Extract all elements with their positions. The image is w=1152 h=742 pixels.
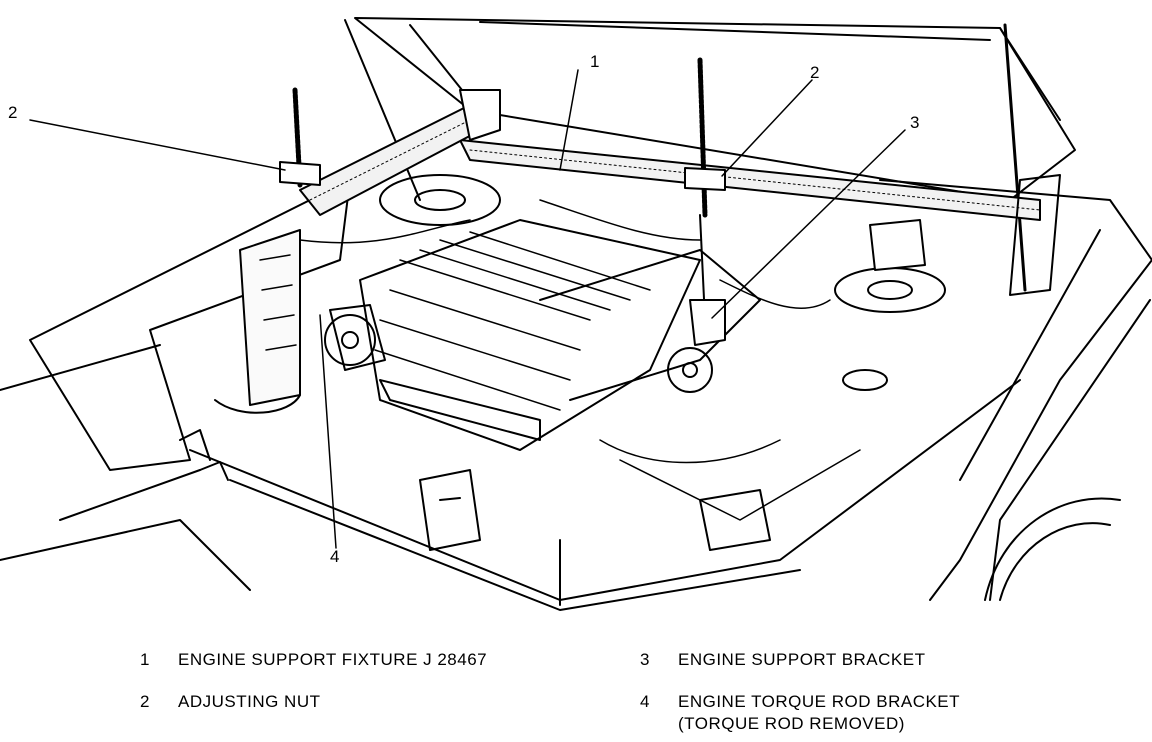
callout-1: 1 [590,52,600,71]
left-strut-tower [379,174,501,226]
front-crossmember [189,379,1021,601]
callout-2-right: 2 [810,63,820,82]
right-fender [879,179,1152,601]
legend-text-line2: (TORQUE ROD REMOVED) [678,714,905,733]
adjusting-nut-center [684,167,726,191]
left-fender [29,179,351,471]
right-strut-tower [834,267,946,313]
leader-1 [559,69,579,171]
threaded-rod-center [697,57,708,218]
legend-number: 3 [640,650,650,669]
intake-plenum [539,249,761,401]
legend-number: 4 [640,692,650,711]
legend-text: ENGINE SUPPORT FIXTURE J 28467 [178,650,488,669]
engine-support-bracket [689,299,726,346]
reservoir-cap [842,369,888,391]
legend-number: 2 [140,692,150,711]
leader-3 [711,129,906,319]
hood-strut-left [344,19,421,201]
callout-2-left: 2 [8,103,18,122]
pulley-right [667,347,713,393]
leader-4 [319,314,337,549]
fixture-leg-left [239,229,301,406]
callout-4: 4 [330,547,340,566]
hood-outline [354,17,1076,201]
front-wheel-arc [984,497,1121,601]
engine-block [359,219,701,451]
legend-text: ENGINE TORQUE ROD BRACKET [678,692,961,711]
leader-2-left [29,119,286,171]
callout-3: 3 [910,113,920,132]
leader-2-right [721,79,813,177]
torque-rod-bracket [329,304,386,371]
hood-strut-right [1003,23,1027,292]
pulley-left [324,314,376,366]
fixture-leg-right [1009,174,1061,296]
support-fixture-beam [299,89,1041,221]
legend-number: 1 [140,650,150,669]
legend-text: ADJUSTING NUT [178,692,321,711]
adjusting-nut-left [279,161,321,186]
legend-text: ENGINE SUPPORT BRACKET [678,650,926,669]
